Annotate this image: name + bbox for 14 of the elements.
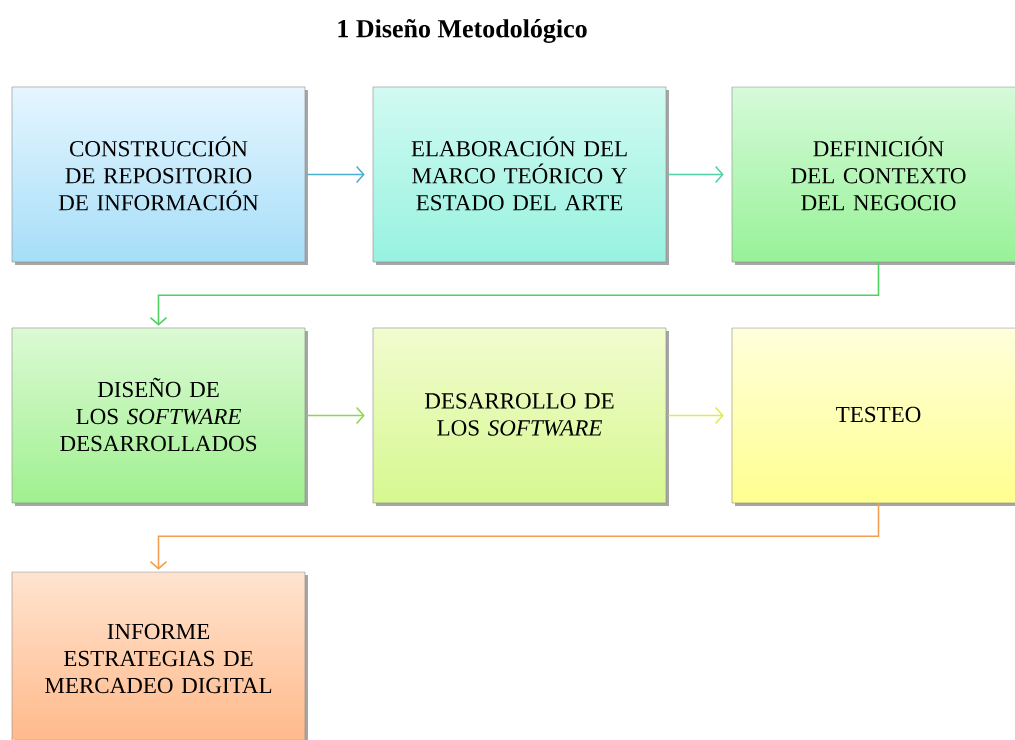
arrow [306, 165, 365, 184]
process-box: DISEÑO DE LOS SOFTWARE DESARROLLADOS [11, 327, 308, 506]
arrow [667, 406, 724, 425]
process-box: DESARROLLO DE LOS SOFTWARE [372, 327, 669, 506]
arrow [149, 261, 880, 326]
process-box: INFORME ESTRATEGIAS DE MERCADEO DIGITAL [11, 571, 308, 740]
process-box: TESTEO [731, 327, 1015, 506]
process-box: CONSTRUCCIÓN DE REPOSITORIO DE INFORMACIÓN [11, 86, 308, 265]
arrow [306, 406, 365, 425]
title: 1 Diseño Metodológico [338, 19, 587, 43]
arrow [667, 165, 724, 184]
arrow [149, 502, 880, 570]
process-box: ELABORACIÓN DEL MARCO TEÓRICO Y ESTADO DEL ARTE [372, 86, 669, 265]
process-box: DEFINICIÓN DEL CONTEXTO DEL NEGOCIO [731, 86, 1015, 265]
